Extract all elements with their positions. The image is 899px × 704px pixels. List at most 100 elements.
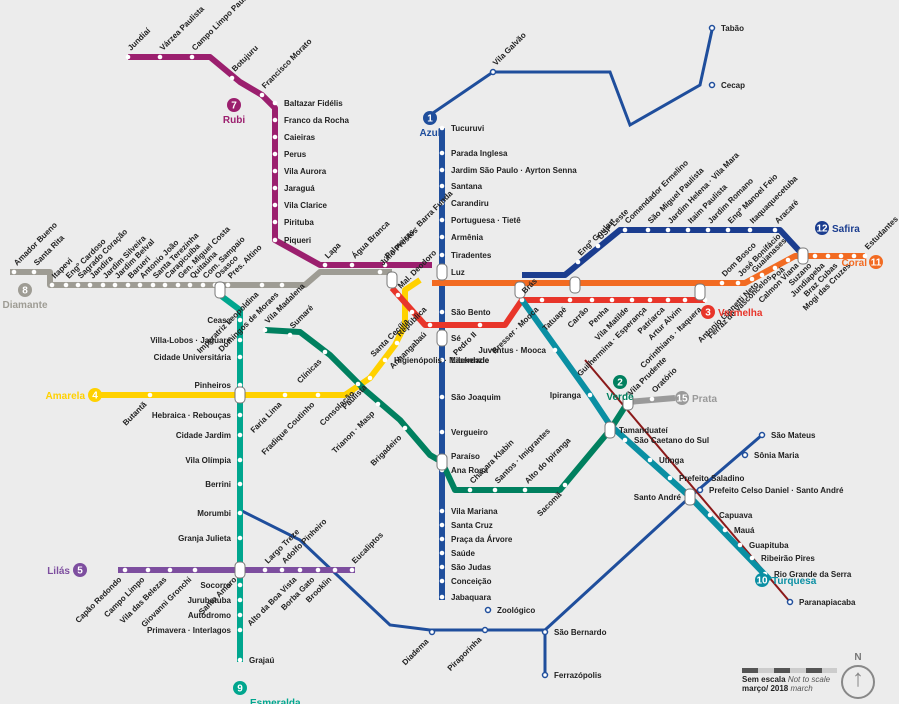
station-marker[interactable]	[587, 392, 593, 398]
station-marker[interactable]	[439, 594, 445, 600]
station-marker[interactable]	[539, 297, 545, 303]
station-marker[interactable]	[649, 396, 655, 402]
interchange-station[interactable]	[386, 271, 398, 289]
station-marker[interactable]	[467, 487, 473, 493]
station-marker[interactable]	[237, 432, 243, 438]
station-marker[interactable]	[332, 567, 338, 573]
station-marker[interactable]	[272, 219, 278, 225]
interchange-station[interactable]	[514, 281, 526, 299]
station-marker[interactable]	[272, 100, 278, 106]
station-marker[interactable]	[749, 276, 755, 282]
station-marker[interactable]	[279, 282, 285, 288]
station-marker[interactable]	[682, 297, 688, 303]
station-marker[interactable]	[237, 481, 243, 487]
station-marker[interactable]	[402, 425, 408, 431]
station-marker[interactable]	[439, 578, 445, 584]
station-marker[interactable]	[722, 527, 728, 533]
station-marker[interactable]	[382, 262, 388, 268]
station-marker[interactable]	[439, 167, 445, 173]
station-marker[interactable]	[125, 54, 131, 60]
station-marker[interactable]	[279, 567, 285, 573]
station-marker[interactable]	[772, 227, 778, 233]
station-marker[interactable]	[439, 508, 445, 514]
station-marker[interactable]	[785, 257, 791, 263]
station-marker[interactable]	[87, 282, 93, 288]
station-marker[interactable]	[705, 227, 711, 233]
station-marker[interactable]	[647, 457, 653, 463]
station-marker[interactable]	[622, 437, 628, 443]
station-marker[interactable]	[575, 259, 581, 265]
station-marker[interactable]	[492, 487, 498, 493]
station-marker[interactable]	[708, 81, 716, 89]
station-marker[interactable]	[122, 567, 128, 573]
station-marker[interactable]	[696, 486, 704, 494]
station-marker[interactable]	[31, 269, 37, 275]
interchange-station[interactable]	[436, 263, 448, 281]
station-marker[interactable]	[237, 627, 243, 633]
station-marker[interactable]	[237, 582, 243, 588]
station-marker[interactable]	[287, 332, 293, 338]
station-marker[interactable]	[439, 394, 445, 400]
station-marker[interactable]	[11, 269, 17, 275]
station-marker[interactable]	[629, 297, 635, 303]
station-marker[interactable]	[125, 282, 131, 288]
station-marker[interactable]	[567, 297, 573, 303]
station-marker[interactable]	[747, 227, 753, 233]
interchange-station[interactable]	[569, 276, 581, 294]
station-marker[interactable]	[439, 150, 445, 156]
station-marker[interactable]	[439, 564, 445, 570]
station-marker[interactable]	[519, 297, 525, 303]
station-marker[interactable]	[237, 317, 243, 323]
interchange-station[interactable]	[234, 561, 246, 579]
station-marker[interactable]	[272, 202, 278, 208]
station-marker[interactable]	[137, 282, 143, 288]
station-marker[interactable]	[355, 381, 361, 387]
station-marker[interactable]	[522, 487, 528, 493]
station-marker[interactable]	[49, 282, 55, 288]
station-marker[interactable]	[428, 628, 436, 636]
station-marker[interactable]	[150, 282, 156, 288]
station-marker[interactable]	[427, 322, 433, 328]
station-marker[interactable]	[322, 349, 328, 355]
interchange-station[interactable]	[436, 329, 448, 347]
station-marker[interactable]	[145, 567, 151, 573]
station-marker[interactable]	[552, 347, 558, 353]
station-marker[interactable]	[719, 280, 725, 286]
station-marker[interactable]	[75, 282, 81, 288]
station-marker[interactable]	[192, 567, 198, 573]
station-marker[interactable]	[272, 134, 278, 140]
station-marker[interactable]	[647, 297, 653, 303]
interchange-station[interactable]	[234, 386, 246, 404]
station-marker[interactable]	[409, 309, 415, 315]
station-marker[interactable]	[259, 92, 265, 98]
station-marker[interactable]	[439, 550, 445, 556]
station-marker[interactable]	[772, 265, 778, 271]
station-marker[interactable]	[685, 227, 691, 233]
station-marker[interactable]	[439, 309, 445, 315]
station-marker[interactable]	[541, 671, 549, 679]
station-marker[interactable]	[759, 272, 765, 278]
station-marker[interactable]	[439, 522, 445, 528]
station-marker[interactable]	[237, 412, 243, 418]
station-marker[interactable]	[237, 612, 243, 618]
station-marker[interactable]	[609, 297, 615, 303]
station-marker[interactable]	[541, 628, 549, 636]
station-marker[interactable]	[665, 297, 671, 303]
station-marker[interactable]	[395, 292, 401, 298]
interchange-station[interactable]	[694, 283, 706, 301]
station-marker[interactable]	[315, 567, 321, 573]
station-marker[interactable]	[439, 252, 445, 258]
station-marker[interactable]	[322, 262, 328, 268]
station-marker[interactable]	[645, 227, 651, 233]
station-marker[interactable]	[237, 535, 243, 541]
station-marker[interactable]	[315, 392, 321, 398]
station-marker[interactable]	[477, 322, 483, 328]
station-marker[interactable]	[272, 185, 278, 191]
station-marker[interactable]	[349, 262, 355, 268]
station-marker[interactable]	[562, 482, 568, 488]
station-marker[interactable]	[262, 567, 268, 573]
station-marker[interactable]	[225, 282, 231, 288]
station-marker[interactable]	[737, 542, 743, 548]
station-marker[interactable]	[708, 24, 716, 32]
station-marker[interactable]	[812, 253, 818, 259]
